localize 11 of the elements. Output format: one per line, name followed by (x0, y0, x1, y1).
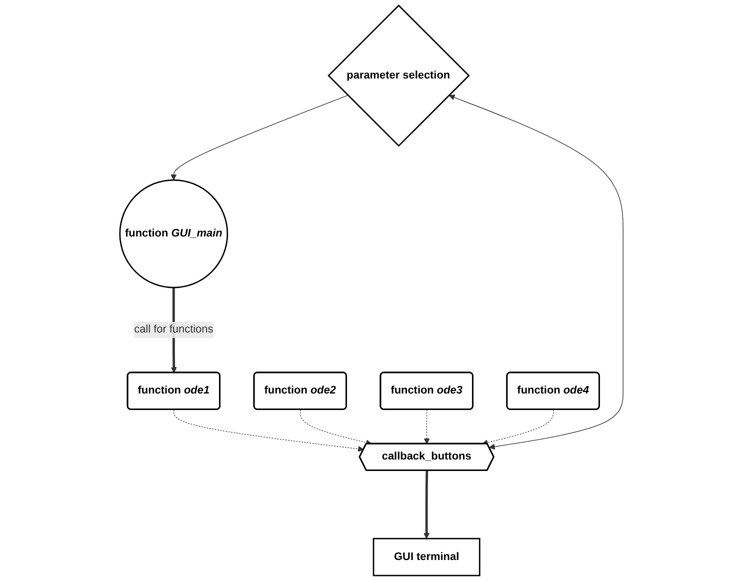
arrow (300, 409, 372, 446)
node-box: GUI terminal (372, 538, 480, 576)
arrow (424, 470, 430, 539)
arrow (174, 409, 364, 452)
arrow (482, 409, 554, 446)
edge-label: call for functions (134, 324, 214, 336)
arrow (424, 409, 430, 444)
arrow (448, 94, 624, 450)
arrow (170, 94, 348, 180)
node-circle: function GUI_main (119, 179, 228, 288)
node-diamond: parameter selection (328, 4, 470, 147)
